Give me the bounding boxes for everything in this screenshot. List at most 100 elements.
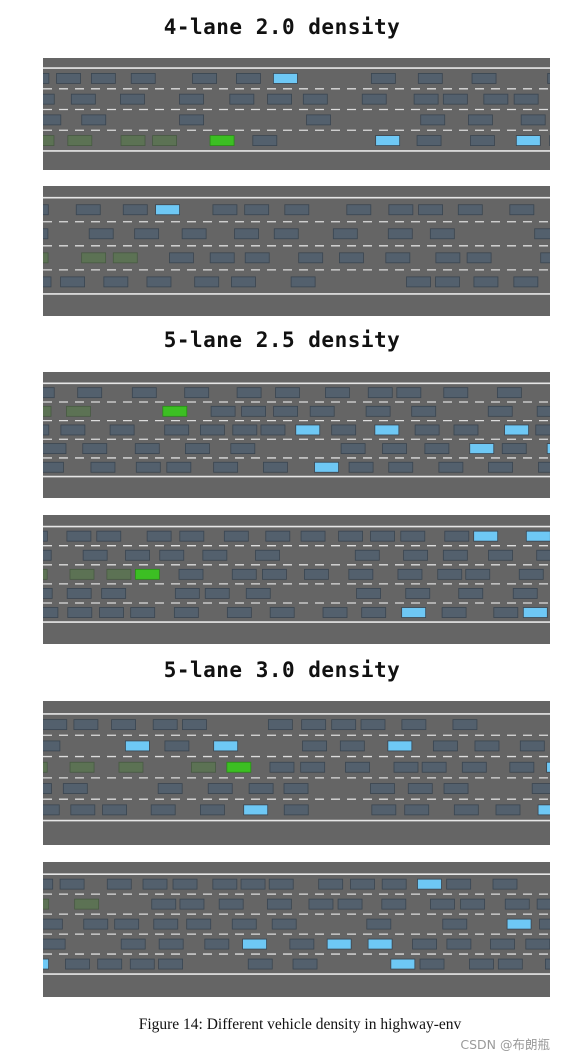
vehicle <box>218 898 244 910</box>
vehicle <box>430 898 455 910</box>
trail-vehicle <box>74 898 100 910</box>
vehicle <box>401 719 427 731</box>
vehicle <box>488 461 513 473</box>
vehicle <box>70 93 96 105</box>
trail-vehicle <box>191 761 216 773</box>
vehicle <box>90 461 116 473</box>
vehicle <box>301 719 327 731</box>
vehicle <box>308 898 334 910</box>
vehicle <box>381 878 407 890</box>
vehicle <box>348 568 374 580</box>
vehicle <box>56 73 81 84</box>
vehicle <box>393 761 419 773</box>
vehicle <box>67 607 93 618</box>
controlled-vehicle <box>243 804 269 816</box>
vehicle <box>43 607 59 618</box>
vehicle <box>43 783 52 794</box>
trail-vehicle <box>112 252 138 264</box>
vehicle <box>284 204 310 216</box>
controlled-vehicle <box>375 135 401 146</box>
controlled-vehicle <box>387 740 413 752</box>
vehicle <box>194 276 220 288</box>
vehicle <box>131 387 157 399</box>
vehicle <box>135 461 161 473</box>
vehicle <box>366 918 392 930</box>
vehicle <box>540 252 550 264</box>
vehicle <box>158 958 183 970</box>
vehicle <box>309 405 335 417</box>
trail-vehicle <box>67 135 93 146</box>
vehicle <box>435 276 460 288</box>
vehicle <box>406 276 431 288</box>
vehicle <box>252 135 278 146</box>
vehicle <box>102 804 127 816</box>
vehicle <box>182 719 207 731</box>
controlled-vehicle <box>43 958 49 970</box>
vehicle <box>43 938 66 950</box>
vehicle <box>466 252 492 264</box>
vehicle <box>413 93 439 105</box>
vehicle <box>43 93 55 105</box>
figure-caption: Figure 14: Different vehicle density in … <box>138 1016 462 1033</box>
trail-vehicle <box>81 252 107 264</box>
vehicle <box>66 588 92 599</box>
vehicle <box>120 938 146 950</box>
controlled-vehicle <box>417 878 442 890</box>
vehicle <box>338 530 363 542</box>
vehicle <box>43 804 60 816</box>
vehicle <box>345 761 370 773</box>
controlled-vehicle <box>390 958 416 970</box>
vehicle <box>290 276 316 288</box>
vehicle <box>43 228 49 240</box>
vehicle <box>82 549 108 561</box>
vehicle <box>192 73 217 84</box>
vehicle <box>453 424 479 436</box>
vehicle <box>269 607 295 618</box>
vehicle <box>230 443 256 455</box>
controlled-vehicle <box>242 938 267 950</box>
vehicle <box>234 228 259 240</box>
vehicle <box>97 958 123 970</box>
vehicle <box>396 387 422 399</box>
vehicle <box>370 783 395 794</box>
vehicle <box>536 898 550 910</box>
vehicle <box>471 73 497 84</box>
vehicle <box>304 568 329 580</box>
vehicle <box>354 549 380 561</box>
vehicle <box>509 761 535 773</box>
vehicle <box>429 228 455 240</box>
vehicle <box>325 387 350 399</box>
vehicle <box>262 568 287 580</box>
vehicle <box>446 878 472 890</box>
vehicle <box>381 898 407 910</box>
vehicle <box>460 898 486 910</box>
vehicle <box>43 878 54 890</box>
vehicle <box>152 719 178 731</box>
vehicle <box>400 530 426 542</box>
controlled-vehicle <box>401 607 427 618</box>
vehicle <box>223 530 249 542</box>
ego-vehicle <box>226 761 252 773</box>
vehicle <box>82 443 108 455</box>
vehicle <box>306 114 331 126</box>
vehicle <box>241 405 266 417</box>
vehicle <box>535 424 550 436</box>
vehicle <box>43 443 67 455</box>
vehicle <box>267 719 293 731</box>
trail-vehicle <box>43 405 52 417</box>
trail-vehicle <box>69 761 95 773</box>
vehicle <box>332 228 358 240</box>
vehicle <box>269 761 295 773</box>
vehicle <box>534 228 550 240</box>
vehicle <box>443 387 469 399</box>
vehicle <box>66 530 92 542</box>
road-svg <box>43 525 550 623</box>
vehicle <box>204 588 230 599</box>
vehicle <box>292 958 318 970</box>
vehicle <box>43 204 49 216</box>
road-panel-4-lane-b <box>43 186 550 316</box>
vehicle <box>179 530 205 542</box>
vehicle <box>159 549 185 561</box>
vehicle <box>547 73 550 84</box>
vehicle <box>424 443 450 455</box>
